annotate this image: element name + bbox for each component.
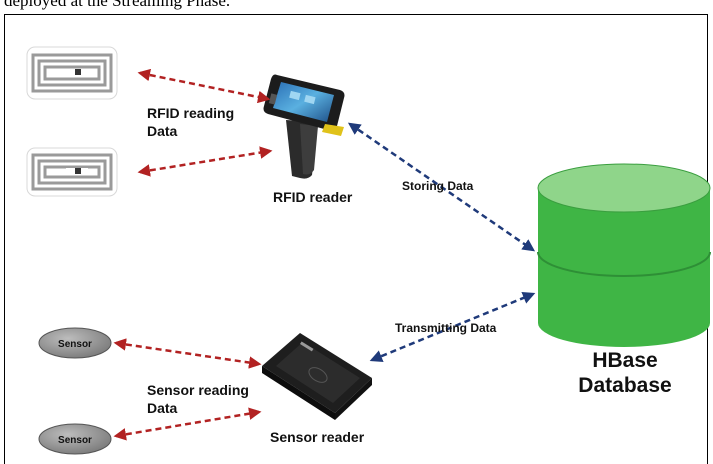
sensor-reader-icon bbox=[262, 333, 372, 420]
sensor-label: Sensor bbox=[58, 339, 92, 350]
transmitting-data-label: Transmitting Data bbox=[395, 321, 497, 335]
rfid-read-arrow bbox=[137, 68, 271, 104]
rfid-reader-label: RFID reader bbox=[273, 189, 353, 205]
sensor-node-icon: Sensor bbox=[38, 327, 112, 359]
sensor-node-icon: Sensor bbox=[38, 423, 112, 455]
hbase-label-line1: HBase bbox=[592, 349, 658, 372]
hbase-database-label: HBase Database bbox=[570, 348, 680, 398]
sensor-reading-label-line2: Data bbox=[147, 400, 178, 416]
sensor-reader-label: Sensor reader bbox=[270, 429, 365, 445]
rfid-read-arrow bbox=[137, 146, 273, 177]
figure-caption: deployed at the Streaming Phase. bbox=[4, 0, 231, 10]
storing-data-label: Storing Data bbox=[402, 179, 474, 193]
sensor-reading-label-line1: Sensor reading bbox=[147, 382, 249, 398]
rfid-reading-label: RFID reading Data bbox=[147, 104, 234, 140]
rfid-tag-icon bbox=[26, 147, 118, 197]
rfid-reading-label-line2: Data bbox=[147, 123, 178, 139]
rfid-reading-label-line1: RFID reading bbox=[147, 105, 235, 121]
sensor-reading-label: Sensor reading Data bbox=[147, 381, 249, 417]
transmitting-data-arrow bbox=[369, 292, 536, 362]
sensor-label: Sensor bbox=[58, 435, 92, 446]
rfid-tag-icon bbox=[26, 46, 118, 100]
rfid-reader-icon bbox=[263, 74, 345, 179]
sensor-read-arrow bbox=[113, 407, 262, 441]
storing-data-arrow bbox=[347, 122, 536, 252]
hbase-label-line2: Database bbox=[578, 374, 672, 397]
sensor-read-arrow bbox=[113, 338, 262, 369]
hbase-database-icon bbox=[537, 163, 711, 347]
